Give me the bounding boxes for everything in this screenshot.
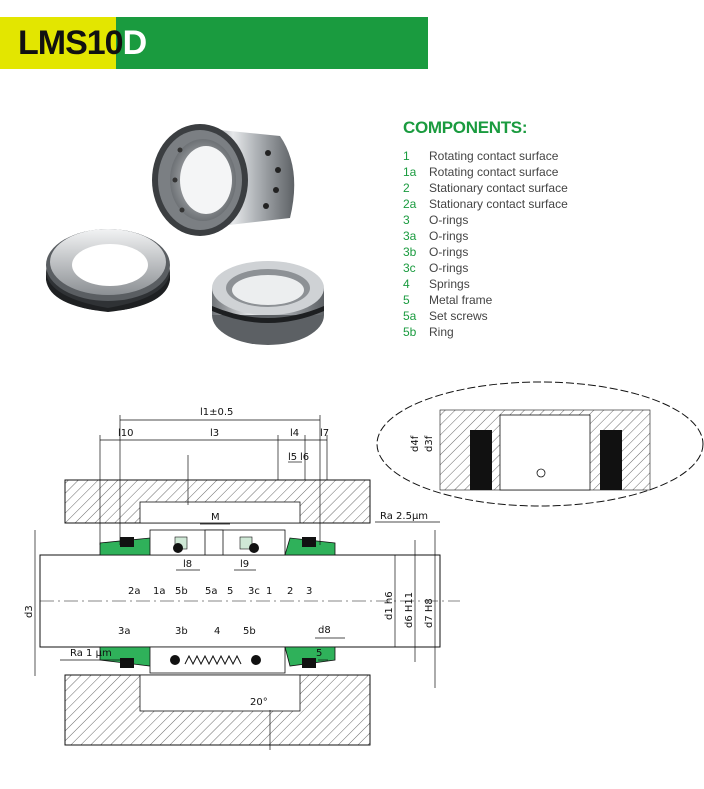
component-item: 1a Rotating contact surface	[403, 164, 703, 180]
detail-d4f: d4f	[410, 435, 421, 452]
component-number: 1	[403, 149, 410, 163]
component-item: 3b O-rings	[403, 244, 703, 260]
component-number: 5	[403, 293, 410, 307]
components-heading: COMPONENTS:	[403, 118, 528, 137]
component-number: 3a	[403, 229, 417, 243]
dim-l4: l4	[290, 428, 299, 439]
component-label: Ring	[429, 325, 454, 339]
seal-section-top	[99, 529, 336, 556]
dim-l7: l7	[320, 428, 329, 439]
label-1a: 1a	[153, 586, 166, 597]
component-item: 3 O-rings	[403, 212, 703, 228]
component-label: Set screws	[429, 309, 488, 323]
component-number: 5a	[403, 309, 417, 323]
part-labels: 2a 1a 5b 5a 5 3c 1 2 3 3a 3b 4 5b	[118, 586, 312, 637]
component-item: 5b Ring	[403, 324, 703, 340]
detail-d3f: d3f	[424, 435, 435, 452]
label-5: 5	[227, 586, 233, 597]
component-label: Rotating contact surface	[429, 149, 559, 163]
label-5b-top: 5b	[175, 586, 188, 597]
component-item: 3a O-rings	[403, 228, 703, 244]
label-3b: 3b	[175, 626, 188, 637]
dim-l5: l5	[288, 452, 297, 463]
header-highlight	[0, 17, 116, 69]
component-label: Metal frame	[429, 293, 493, 307]
label-2: 2	[287, 586, 293, 597]
component-number: 3	[403, 213, 410, 227]
dim-l1: l1±0.5	[200, 407, 233, 418]
component-item: 4 Springs	[403, 276, 703, 292]
seal-assembly-photo	[152, 124, 295, 236]
label-3c: 3c	[248, 586, 260, 597]
dim-l9: l9	[240, 559, 249, 570]
technical-drawing: l1±0.5 l10 l3 l4 l7 l5 l6 M l8 l9 d8 5 2…	[24, 381, 704, 750]
component-number: 3b	[403, 245, 417, 259]
seal-section-bottom	[99, 646, 336, 674]
dimension-labels: l1±0.5 l10 l3 l4 l7 l5 l6 M l8 l9 d8 5 2…	[24, 407, 435, 708]
component-number: 4	[403, 277, 410, 291]
label-5b-bottom: 5b	[243, 626, 256, 637]
component-label: Stationary contact surface	[429, 197, 568, 211]
dim-d3: d3	[24, 605, 35, 618]
ra-bottom: Ra 1 μm	[70, 648, 112, 659]
dim-l6: l6	[300, 452, 309, 463]
label-5a: 5a	[205, 586, 218, 597]
label-3: 3	[306, 586, 312, 597]
product-photo	[46, 124, 324, 345]
product-title: LMS10D	[18, 24, 148, 62]
component-label: O-rings	[429, 261, 469, 275]
component-item: 2 Stationary contact surface	[403, 180, 703, 196]
housing-top	[64, 479, 371, 524]
component-number: 2a	[403, 197, 417, 211]
component-item: 5 Metal frame	[403, 292, 703, 308]
detail-view: d4f d3f	[376, 381, 704, 507]
ra-top: Ra 2.5μm	[380, 511, 428, 522]
label-2a: 2a	[128, 586, 141, 597]
label-3a: 3a	[118, 626, 131, 637]
rotating-ring-photo	[212, 261, 324, 345]
dim-d8: d8	[318, 625, 331, 636]
dim-20-deg: 20°	[250, 697, 268, 708]
dim-5: 5	[316, 648, 322, 659]
component-item: 3c O-rings	[403, 260, 703, 276]
dim-l8: l8	[183, 559, 192, 570]
component-label: Springs	[429, 277, 470, 291]
component-label: O-rings	[429, 213, 469, 227]
component-label: O-rings	[429, 245, 469, 259]
component-number: 3c	[403, 261, 416, 275]
component-label: O-rings	[429, 229, 469, 243]
product-title-suffix: D	[122, 24, 148, 62]
stationary-ring-photo	[46, 229, 170, 312]
dim-l10: l10	[118, 428, 134, 439]
dim-d6: d6 H11	[404, 592, 415, 628]
component-item: 2a Stationary contact surface	[403, 196, 703, 212]
component-number: 5b	[403, 325, 417, 339]
label-4: 4	[214, 626, 220, 637]
dim-l3: l3	[210, 428, 219, 439]
dim-m: M	[211, 512, 220, 523]
dim-d1: d1 h6	[384, 591, 395, 620]
header-bar: LMS10D	[0, 17, 428, 69]
component-number: 1a	[403, 165, 417, 179]
housing-bottom	[64, 674, 371, 746]
component-label: Rotating contact surface	[429, 165, 559, 179]
component-label: Stationary contact surface	[429, 181, 568, 195]
component-item: 5a Set screws	[403, 308, 703, 324]
component-item: 1 Rotating contact surface	[403, 148, 703, 164]
label-1: 1	[266, 586, 272, 597]
component-number: 2	[403, 181, 410, 195]
dim-d7: d7 H8	[424, 598, 435, 628]
product-title-model: LMS10	[18, 24, 124, 62]
dimension-lines	[34, 415, 440, 750]
